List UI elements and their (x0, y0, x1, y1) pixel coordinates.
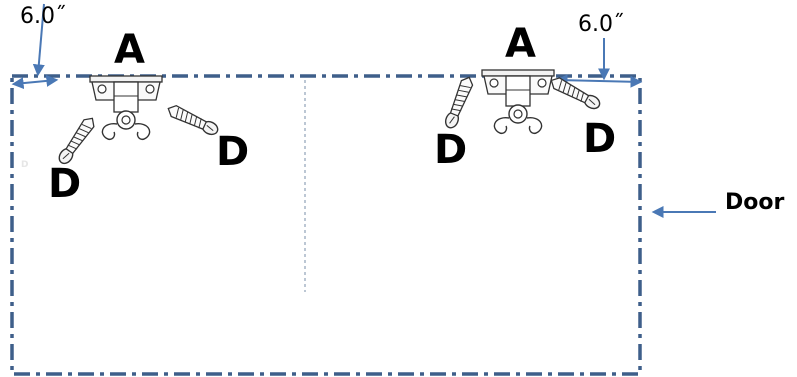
left-bracket-label: A (114, 27, 145, 73)
right-bracket-label: A (505, 21, 536, 67)
left-offset-measurement: 6.0˝ (20, 4, 66, 29)
left-bracket-icon (89, 75, 163, 141)
left-offset-vertical-arrow (32, 3, 45, 77)
right-offset-horizontal-arrow (555, 74, 643, 88)
faint-mark: D (21, 160, 29, 170)
door-outline (10, 74, 642, 376)
right-bracket-icon (481, 69, 555, 135)
right-offset-measurement: 6.0˝ (578, 12, 624, 37)
right-outer-screw-label: D (583, 116, 617, 162)
left-inner-screw-icon (165, 102, 221, 138)
left-inner-screw-label: D (216, 129, 250, 175)
right-inner-screw-icon (442, 74, 476, 131)
door-label: Door (725, 190, 785, 215)
right-inner-screw-label: D (434, 127, 468, 173)
left-outer-screw-icon (55, 114, 98, 167)
left-outer-screw-label: D (48, 161, 82, 207)
left-offset-horizontal-arrow (11, 74, 59, 90)
